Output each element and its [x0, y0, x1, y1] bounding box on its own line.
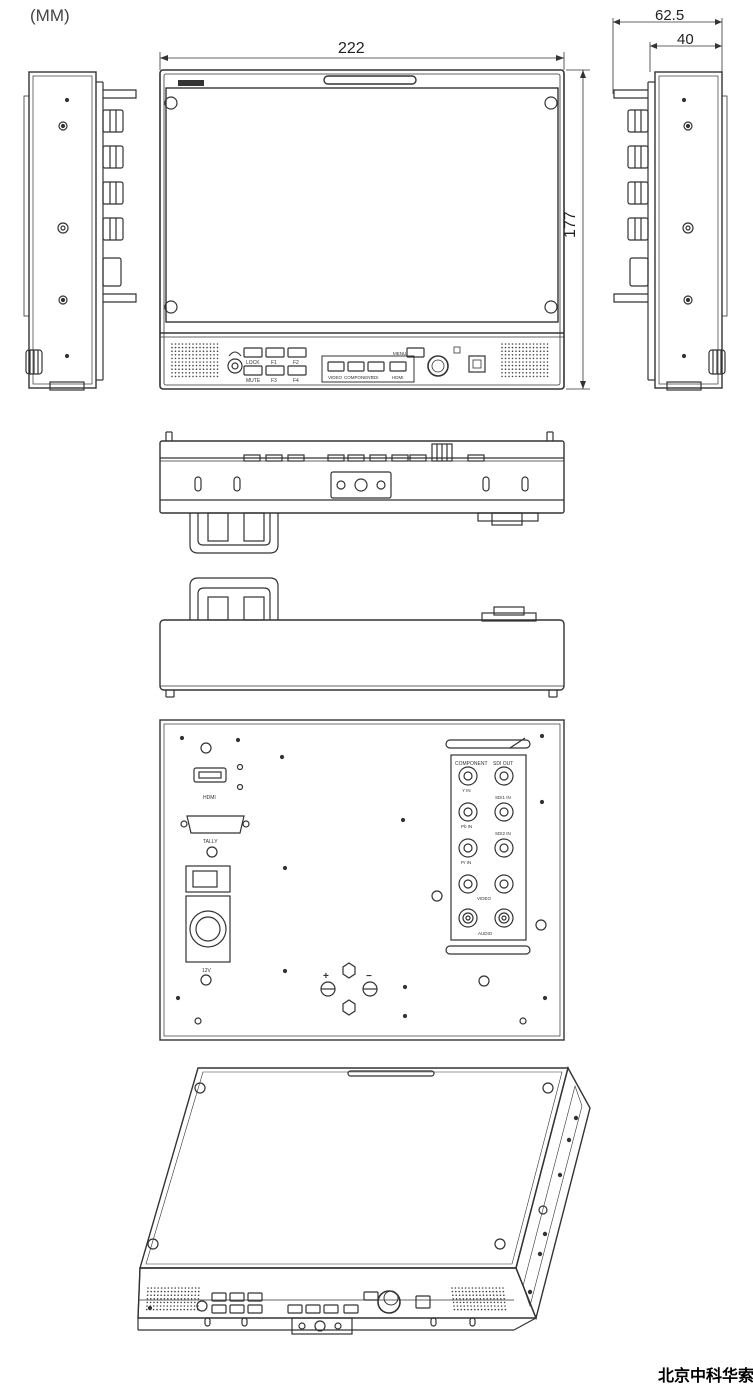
- side-connectors-left: [102, 109, 124, 287]
- input-buttons[interactable]: [327, 361, 407, 372]
- svg-text:F1: F1: [271, 360, 277, 366]
- rear-view: HDMI TALLY 12V + −: [159, 719, 565, 1041]
- svg-text:MENU: MENU: [393, 351, 406, 356]
- svg-text:F2: F2: [293, 360, 299, 366]
- svg-text:SDI1 IN: SDI1 IN: [495, 795, 511, 800]
- lbl-lock: LOCK: [246, 360, 260, 366]
- bnc-connectors: [458, 766, 514, 928]
- svg-text:HDMI: HDMI: [392, 375, 404, 380]
- bottom-view: [159, 577, 565, 698]
- svg-text:Pb IN: Pb IN: [461, 824, 472, 829]
- svg-text:Y IN: Y IN: [462, 788, 471, 793]
- svg-text:+: +: [323, 971, 329, 982]
- svg-text:SDI2 IN: SDI2 IN: [495, 831, 511, 836]
- lbl-mute: MUTE: [246, 378, 261, 384]
- perspective-grill-left: [146, 1287, 200, 1311]
- side-connectors-right: [627, 109, 649, 287]
- right-side-view: [612, 18, 728, 391]
- menu-button[interactable]: [406, 347, 425, 358]
- depth-body-dimension: 40: [677, 31, 694, 48]
- perspective-grill-right: [451, 1287, 507, 1311]
- svg-text:F4: F4: [293, 378, 299, 384]
- top-view: [159, 431, 565, 554]
- svg-text:COMPONENT: COMPONENT: [344, 375, 374, 380]
- svg-text:F3: F3: [271, 378, 277, 384]
- svg-text:VIDEO: VIDEO: [328, 375, 343, 380]
- height-dimension: 177: [562, 211, 579, 238]
- svg-text:TALLY: TALLY: [203, 839, 218, 845]
- svg-text:SDI OUT: SDI OUT: [493, 761, 513, 767]
- svg-text:HDMI: HDMI: [203, 795, 216, 801]
- units-label: (MM): [30, 6, 70, 25]
- rotary-knob[interactable]: [427, 355, 449, 377]
- svg-text:AUDIO: AUDIO: [478, 931, 493, 936]
- perspective-view: [137, 1066, 591, 1335]
- top-buttons: [243, 443, 485, 462]
- svg-text:COMPONENT: COMPONENT: [455, 761, 488, 767]
- depth-total-dimension: 62.5: [655, 7, 685, 24]
- function-buttons[interactable]: [243, 347, 307, 376]
- svg-text:Pr IN: Pr IN: [461, 860, 471, 865]
- svg-text:VIDEO: VIDEO: [477, 896, 492, 901]
- power-button[interactable]: [468, 355, 486, 373]
- left-side-view: [23, 71, 137, 391]
- svg-text:−: −: [366, 971, 372, 982]
- speaker-grill-right: [501, 343, 549, 378]
- svg-text:12V: 12V: [202, 968, 212, 974]
- front-view: LOCK F1 F2 MUTE F3 F4 VIDEO COMPONENT SD…: [159, 52, 590, 390]
- speaker-grill-left: [171, 343, 219, 378]
- watermark: 北京中科华索: [658, 1366, 753, 1385]
- width-dimension: 222: [338, 40, 365, 57]
- svg-text:SDI: SDI: [371, 375, 379, 380]
